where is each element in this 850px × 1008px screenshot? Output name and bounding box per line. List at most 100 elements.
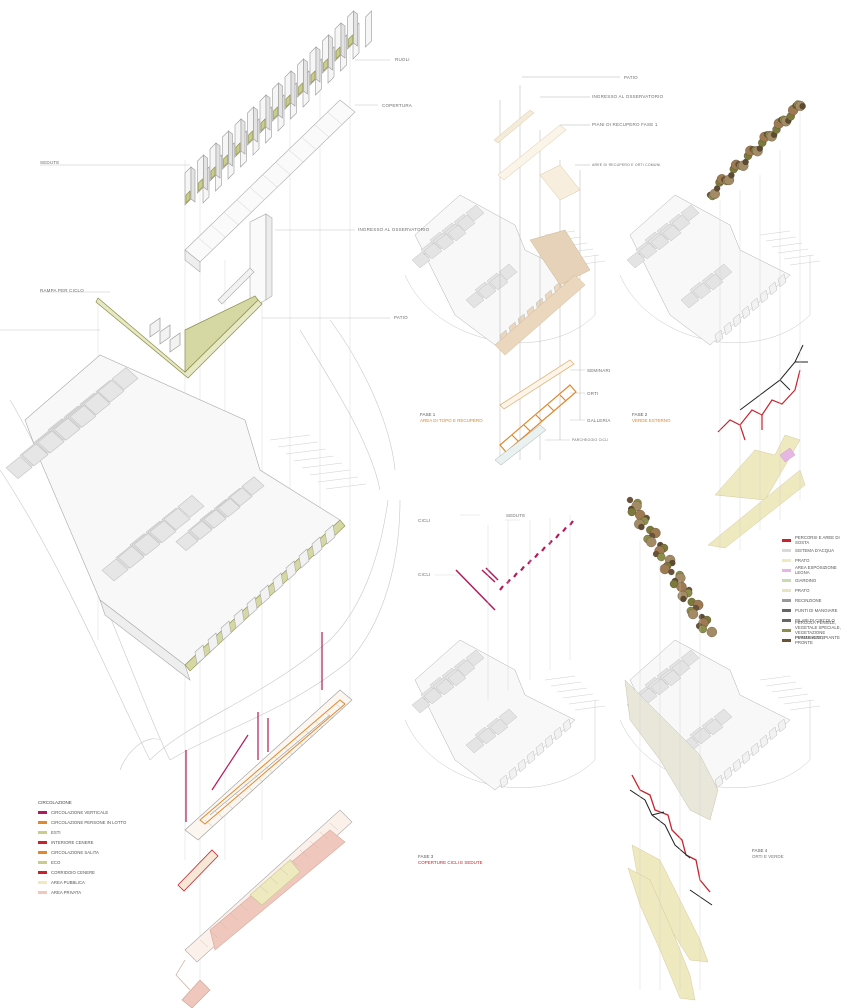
building-room xyxy=(53,417,81,441)
legend-left-item: ESTI xyxy=(38,827,148,837)
building-room xyxy=(83,392,111,416)
bike-shed xyxy=(298,548,310,569)
roof-fin-side xyxy=(328,34,333,71)
slab-grid-line xyxy=(223,212,239,225)
mini-shed xyxy=(499,774,509,789)
phase4-number: FASE 4 xyxy=(752,848,768,853)
label-ingresso-osservatorio: INGRESSO AL OSSERVATORIO xyxy=(358,227,430,232)
building-room xyxy=(97,379,125,403)
phase1-seminari xyxy=(499,359,575,410)
mini-shed xyxy=(526,750,536,765)
circulation-room-line xyxy=(234,792,244,801)
mini-room xyxy=(692,282,712,300)
seat-mark xyxy=(541,546,546,552)
mini-room xyxy=(477,282,497,300)
mini-parking xyxy=(771,242,803,248)
phase2-number: FASE 2 xyxy=(632,412,648,417)
mini-room xyxy=(423,687,443,705)
slab-grid-line xyxy=(301,137,317,150)
legend-left-item: ECO xyxy=(38,857,148,867)
roof-fin-green xyxy=(323,58,328,72)
phase1-label-parcheggio: PARCHEGGIO CICLI xyxy=(572,438,609,442)
mini-room xyxy=(489,273,509,291)
leader-lines-main xyxy=(40,59,390,319)
legend-right-label: PERGOLA PENSILE, VEGETALE SPECIALE, VEGE… xyxy=(795,620,841,640)
building-room xyxy=(229,487,253,507)
legend-right-swatch xyxy=(782,608,791,612)
building-room xyxy=(5,456,33,479)
phase3-plan xyxy=(404,639,606,791)
legend-left-label: CORRIDOIO CENERE xyxy=(51,869,95,875)
legend-right-swatch xyxy=(782,588,791,592)
mini-room xyxy=(713,263,733,281)
mini-parking xyxy=(789,260,821,266)
legend-left-swatch xyxy=(38,890,47,894)
tree-canopy-blob xyxy=(626,496,634,504)
bike-shed xyxy=(233,608,245,629)
legend-right-swatch xyxy=(782,548,791,552)
roof-fin-green xyxy=(260,118,266,132)
ground-room-line xyxy=(259,885,269,894)
ground-room-line xyxy=(299,849,309,858)
tree-canopy-blob xyxy=(646,536,657,548)
phase3-cycle-line xyxy=(455,567,499,611)
phase4-canopy xyxy=(626,496,718,638)
seat-mark xyxy=(513,572,518,578)
slab-grid-line xyxy=(314,124,330,138)
circulation-room-line xyxy=(294,738,304,747)
mini-room xyxy=(671,659,691,677)
building-room xyxy=(117,545,145,569)
mini-parking xyxy=(759,230,791,236)
mini-shed xyxy=(714,774,724,789)
mini-room xyxy=(489,718,509,736)
roof-fin-green xyxy=(185,190,191,204)
phase1-label-galleria: GALLERIA xyxy=(587,418,611,423)
seat-mark xyxy=(548,539,553,546)
tree-canopy-blob xyxy=(706,626,718,638)
legend-left-item: INTERIORE CENERE xyxy=(38,837,148,847)
roof-fin-green xyxy=(223,154,228,168)
phase3-subtitle: COPERTURE CICLI E SEDUTE xyxy=(418,860,483,865)
legend-left-swatch xyxy=(38,870,47,874)
ground-room-line xyxy=(289,858,299,867)
mini-room xyxy=(456,214,476,232)
mini-shed xyxy=(759,289,769,304)
mini-parking xyxy=(568,699,600,705)
building-room xyxy=(163,507,191,531)
circulation-room-line xyxy=(244,783,254,792)
roof-fin-side xyxy=(303,58,308,95)
phase4-title: FASE 4 ORTI E VERDE xyxy=(752,848,784,860)
legend-left-item: CIRCOLAZIONE PERSONE IN LOTTO xyxy=(38,817,148,827)
roof-fin-side xyxy=(240,118,246,155)
label-copertura: COPERTURA xyxy=(382,103,412,108)
phase1-leaders xyxy=(545,369,585,441)
circulation-room-line xyxy=(304,729,314,738)
bike-shed xyxy=(246,596,258,617)
mini-room xyxy=(498,263,518,281)
mini-parking xyxy=(783,699,815,705)
mini-shed xyxy=(759,734,769,749)
legend-right-item: PILARI DI CIRCOLO xyxy=(782,615,848,625)
phase1-label-orti: ORTI xyxy=(587,391,599,396)
roof-fin-green xyxy=(273,106,278,120)
mini-room xyxy=(680,204,700,222)
parking-stripe xyxy=(309,469,351,476)
building-room xyxy=(101,558,129,582)
mini-shed xyxy=(750,297,760,312)
tree-canopy-blob xyxy=(638,523,645,531)
mini-room xyxy=(498,708,518,726)
phase2-exposure xyxy=(779,447,796,463)
legend-right-label: PERCORSI E AREE DI SOSTA xyxy=(795,535,840,545)
phase1-subtitle: AREA DI TOPO E RECUPERO xyxy=(420,418,483,423)
parking-stripe xyxy=(277,441,319,448)
phase3-label-cicli-top: CICLI xyxy=(418,518,431,523)
mini-room xyxy=(662,669,682,687)
mini-shed xyxy=(768,726,778,741)
legend-right-item: GIARDINO xyxy=(782,575,848,585)
tree-canopy-blob xyxy=(680,595,687,603)
seat-mark xyxy=(555,533,560,539)
building-room xyxy=(69,405,97,428)
roof-fin-side xyxy=(253,106,258,143)
roof-fin-side xyxy=(228,130,233,167)
